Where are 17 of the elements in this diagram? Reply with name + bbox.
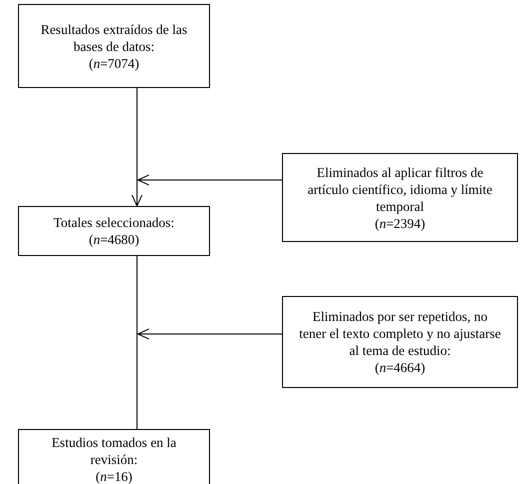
box-text: (n=4664)	[374, 359, 426, 376]
box-text: Estudios tomados en la revisión:	[50, 434, 178, 468]
process-box	[282, 296, 518, 388]
process-box	[18, 4, 210, 88]
process-box	[18, 429, 210, 484]
box-text: Eliminados por ser repetidos, no tener el texto completo y no ajustarse al tema de estudio:	[299, 308, 501, 359]
box-text: (n=16)	[96, 468, 132, 484]
arrow	[138, 328, 282, 340]
box-text: Totales seleccionados:	[54, 214, 174, 231]
box-text: (n=2394)	[374, 214, 426, 232]
box-text: (n=4680)	[88, 231, 140, 248]
box-text: (n=7074)	[88, 54, 140, 72]
process-box	[282, 153, 518, 242]
box-text: Resultados extraídos de las bases de datos:	[40, 20, 188, 54]
process-box	[18, 206, 210, 256]
arrow	[132, 88, 142, 206]
arrow	[138, 174, 282, 186]
